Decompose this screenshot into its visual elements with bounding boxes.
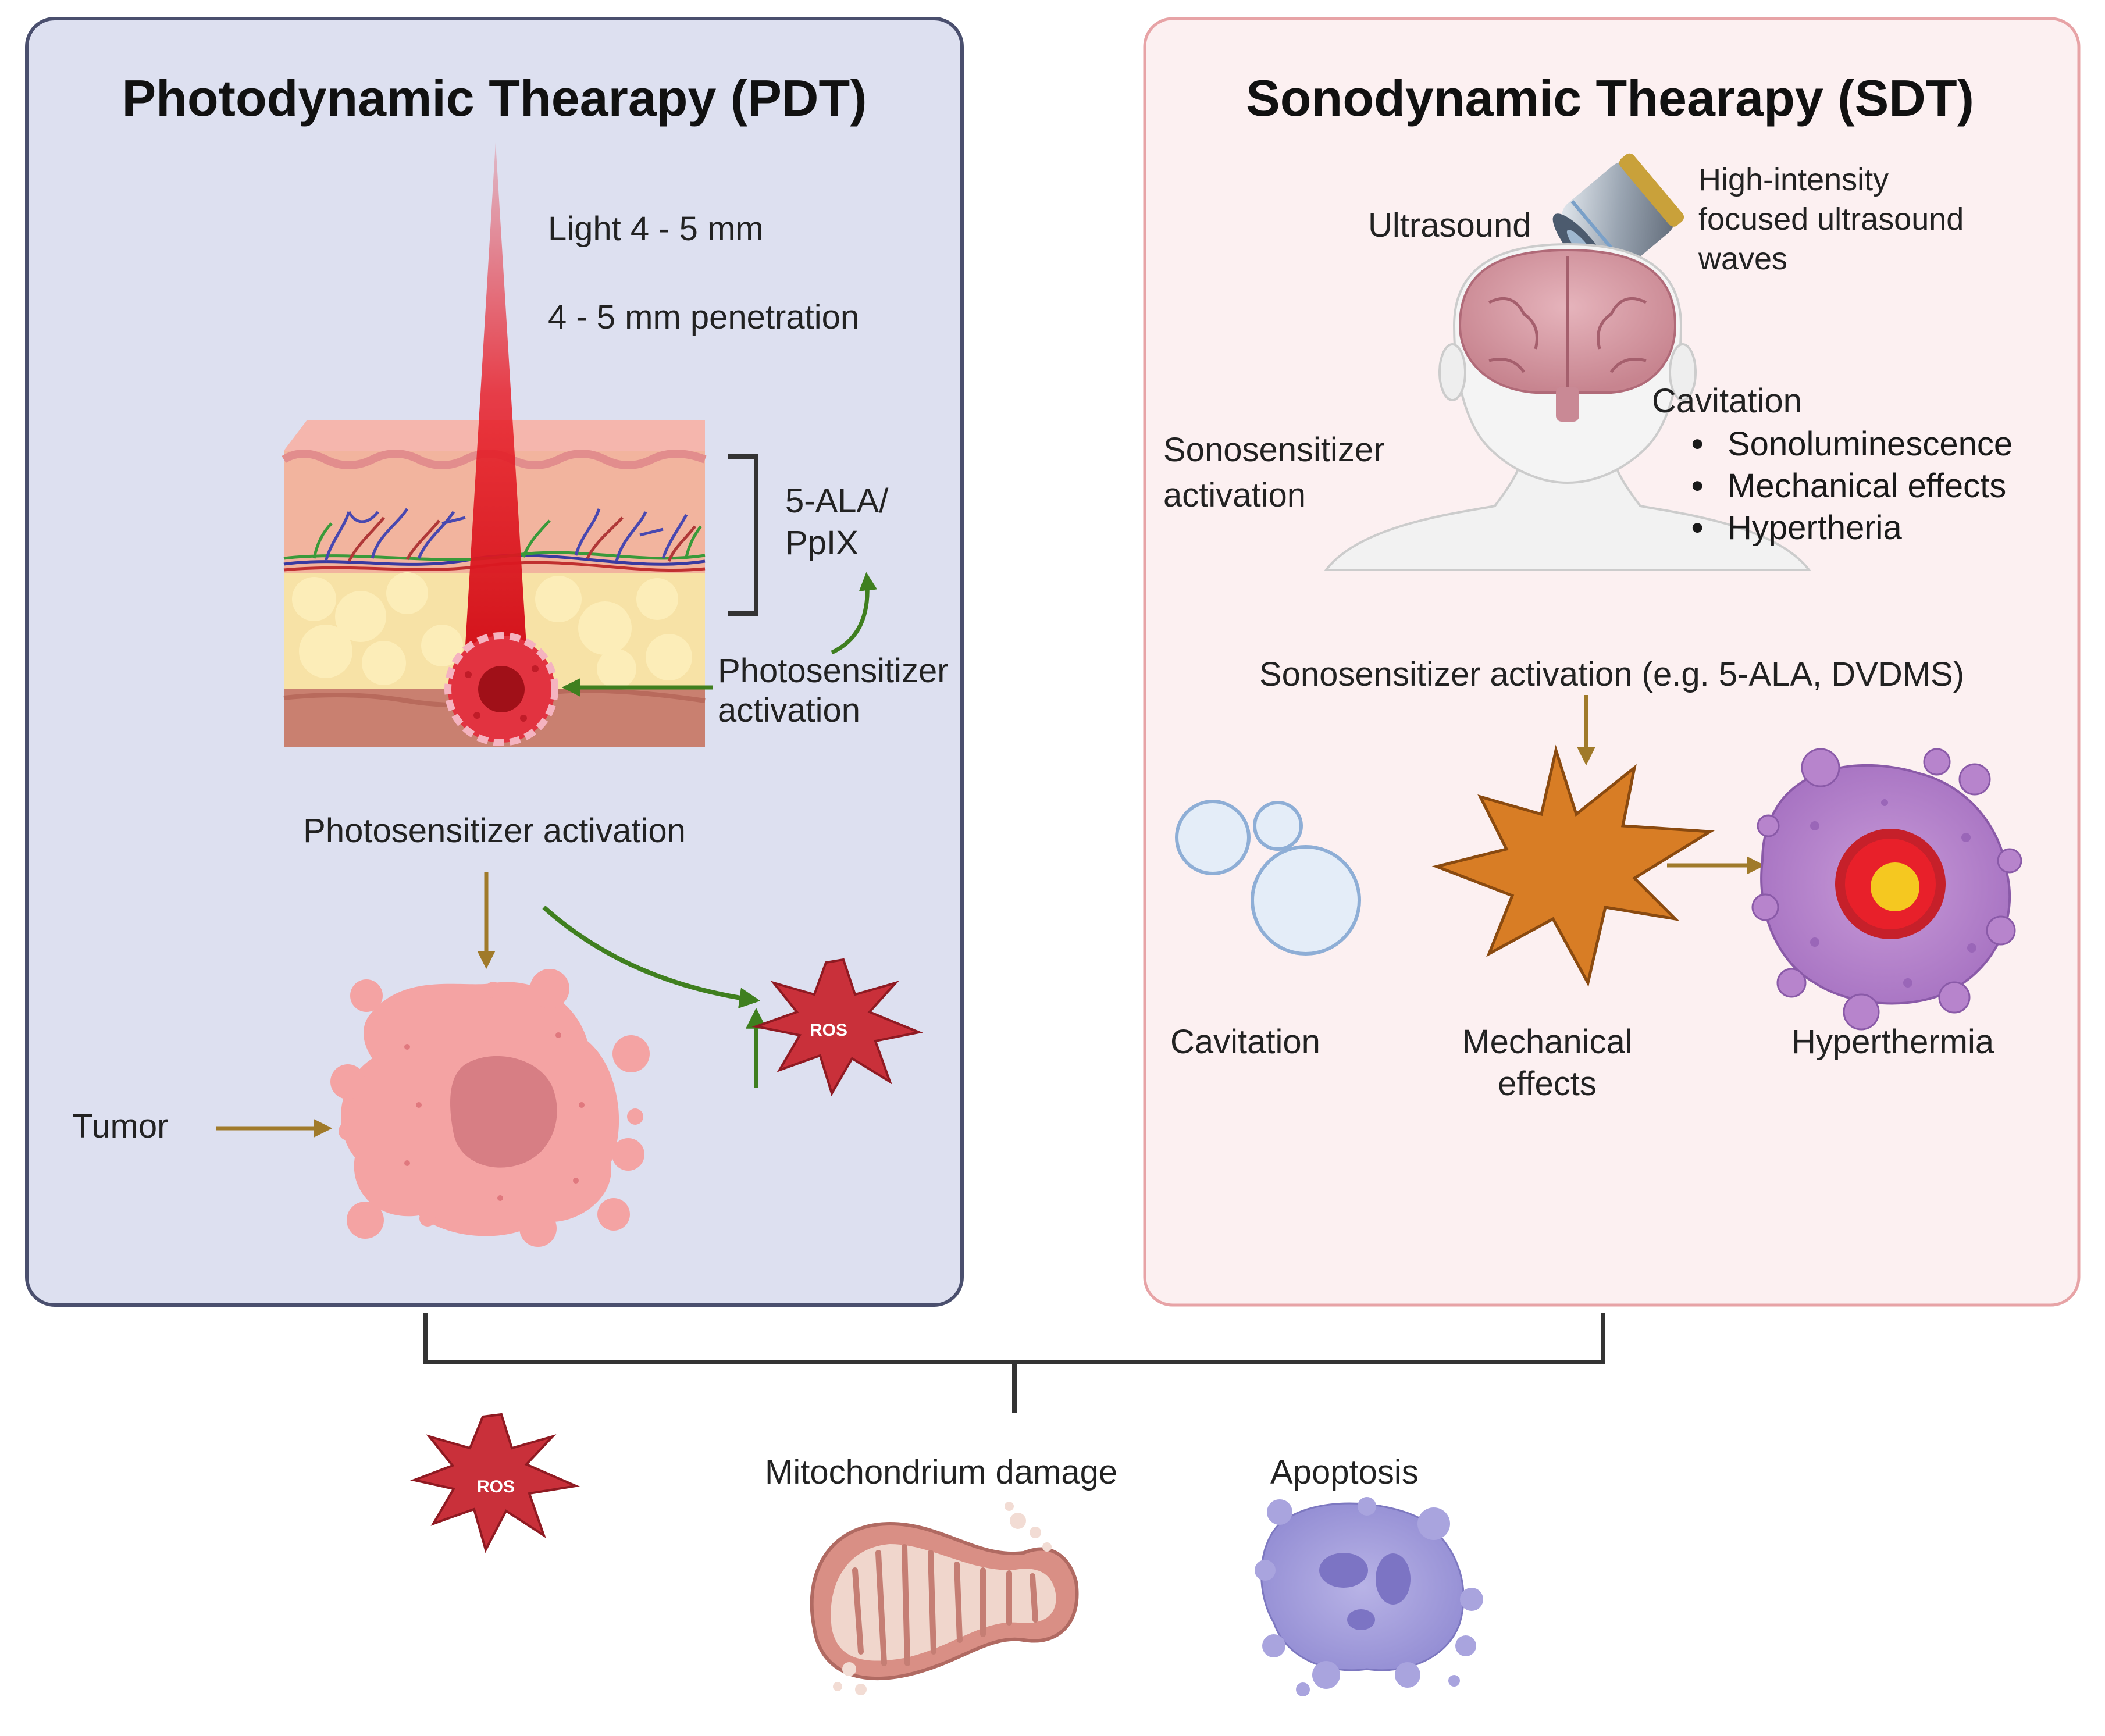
light-label: Light 4 - 5 mm	[548, 210, 764, 248]
hyperthermia-cell-icon	[1751, 748, 2022, 1031]
cavitation-bubbles-icon	[1175, 800, 1361, 956]
cavitation-item: Mechanical effects	[1691, 466, 2006, 505]
sono-side-line2: activation	[1163, 476, 1306, 514]
ros-icon	[751, 958, 923, 1096]
photosensitizer-activation-label: Photosensitizer activation	[303, 812, 686, 850]
layer-bracket	[728, 454, 758, 616]
ala-label-line1: 5-ALA/	[785, 482, 889, 520]
mechanical-label-line2: effects	[1498, 1065, 1597, 1103]
ros-text: ROS	[810, 1021, 848, 1040]
photosensitizer-side-line2: activation	[718, 691, 861, 729]
cavitation-item: Sonoluminescence	[1691, 425, 2013, 464]
hifu-label-line3: waves	[1698, 241, 1788, 276]
apoptosis-label: Apoptosis	[1270, 1453, 1419, 1491]
pdt-title: Photodynamic Thearapy (PDT)	[122, 69, 867, 127]
bottom-ros-text: ROS	[477, 1477, 515, 1496]
skin-tumor-icon	[444, 632, 558, 746]
photosensitizer-side-line1: Photosensitizer	[718, 652, 949, 690]
sdt-title: Sonodynamic Thearapy (SDT)	[1246, 69, 1974, 127]
ultrasound-label: Ultrasound	[1368, 206, 1531, 244]
cavitation-label: Cavitation	[1170, 1023, 1320, 1061]
hifu-label-line1: High-intensity	[1698, 162, 1889, 197]
penetration-label: 4 - 5 mm penetration	[548, 298, 860, 336]
mechanical-effects-icon	[1431, 744, 1715, 987]
sono-side-line1: Sonosensitizer	[1163, 431, 1385, 469]
tumor-label: Tumor	[72, 1107, 169, 1145]
arrow-activation-to-ala	[831, 572, 878, 655]
convergence-bracket	[423, 1313, 1605, 1413]
cavitation-item: Hypertheria	[1691, 508, 1902, 547]
mito-label: Mitochondrium damage	[765, 1453, 1118, 1491]
arrow-to-ros	[542, 906, 761, 1008]
mechanical-label-line1: Mechanical	[1462, 1023, 1633, 1061]
sono-activation-label: Sonosensitizer activation (e.g. 5-ALA, D…	[1259, 655, 1965, 693]
light-beam	[465, 142, 526, 646]
tumor-cell-icon	[330, 969, 650, 1247]
apoptosis-cell-icon	[1255, 1497, 1483, 1696]
head-bust-icon	[1323, 243, 1812, 571]
bottom-ros-icon	[410, 1413, 580, 1553]
mitochondrion-icon	[810, 1502, 1079, 1695]
cavitation-heading: Cavitation	[1652, 382, 1802, 420]
hyperthermia-label: Hyperthermia	[1791, 1023, 1994, 1061]
ala-label-line2: PpIX	[785, 524, 859, 562]
hifu-label-line2: focused ultrasound	[1698, 202, 1964, 237]
